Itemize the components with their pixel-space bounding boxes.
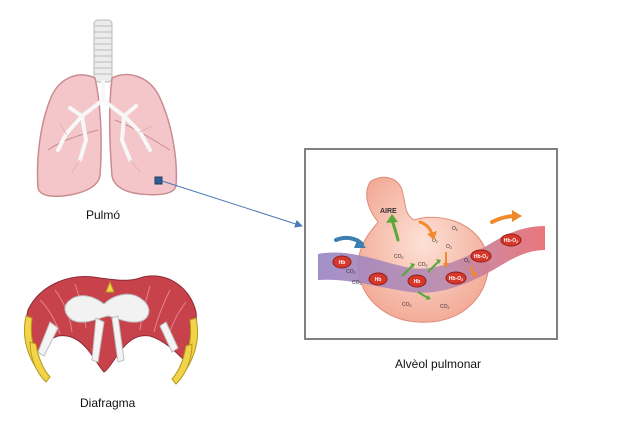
trachea	[93, 19, 113, 83]
rbc-label-hb-1: Hb	[339, 260, 346, 266]
gas-label-co2-1: CO2	[346, 269, 356, 275]
connector-arrow	[161, 180, 303, 228]
flow-arrows	[334, 210, 522, 300]
rbc-label-hbo2-1: Hb-O2	[449, 276, 463, 282]
bronchial-tree	[56, 80, 152, 162]
lung-caption: Pulmó	[86, 208, 121, 222]
red-blood-cells	[332, 233, 522, 288]
alveolus-marker	[154, 176, 163, 185]
gas-label-co2-3: CO2	[394, 254, 404, 260]
gas-label-co2-4: CO2	[418, 262, 428, 268]
gas-label-o2-4: O2	[464, 258, 470, 264]
rbc-label-hb-3: Hb	[414, 279, 421, 285]
gas-label-o2-1: O2	[432, 238, 438, 244]
gas-label-o2-2: O2	[452, 226, 458, 232]
left-lung	[36, 74, 102, 198]
rbc-label-hb-2: Hb	[375, 277, 382, 283]
gas-label-co2-5: CO2	[402, 302, 412, 308]
rbc-label-hbo2-3: Hb-O2	[504, 238, 518, 244]
diaphragm-caption: Diafragma	[80, 396, 136, 410]
lung-illustration	[36, 19, 178, 198]
alveolus-illustration: Hb Hb Hb Hb-O2 Hb-O2 Hb-O2 CO2 CO2 CO2 C…	[318, 176, 545, 323]
air-label: AIRE	[380, 208, 397, 215]
central-tendon	[64, 293, 150, 323]
alveolus-caption: Alvèol pulmonar	[395, 357, 482, 371]
rbc-label-hbo2-2: Hb-O2	[474, 254, 488, 260]
gas-label-o2-3: O2	[446, 244, 452, 250]
diaphragm-muscle	[25, 275, 197, 373]
diaphragm-illustration	[23, 275, 199, 385]
gas-label-co2-2: CO2	[352, 280, 362, 286]
gas-label-co2-6: CO2	[440, 304, 450, 310]
